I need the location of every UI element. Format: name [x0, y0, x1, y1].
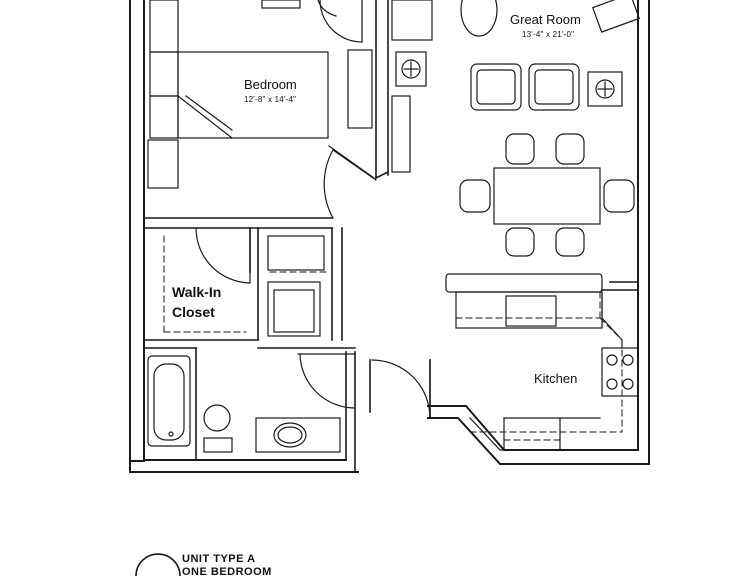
walk-in-closet-label: Walk-In Closet: [172, 282, 221, 322]
great-room-dimensions: 13'-4" x 21'-0": [522, 30, 575, 39]
kitchen-upper-cabinets: [455, 291, 623, 441]
dining-set: [459, 133, 635, 257]
linen-closets: [267, 235, 325, 337]
interior-walls: [143, 0, 639, 473]
exterior-walls: [129, 0, 650, 473]
doors: [195, 0, 431, 419]
bedroom-dimensions: 12'-8" x 14'-4": [244, 95, 297, 104]
closet-label-line1: Walk-In: [172, 284, 222, 300]
unit-symbol: [135, 553, 181, 576]
kitchen-label: Kitchen: [534, 371, 578, 386]
unit-type-label: UNIT TYPE A: [182, 553, 256, 565]
closet-label-line2: Closet: [172, 304, 215, 320]
great-room-label: Great Room: [510, 12, 581, 27]
bath-fixtures: [147, 355, 341, 453]
unit-bedroom-label: ONE BEDROOM: [182, 566, 272, 578]
great-room-furniture: [391, 0, 641, 173]
bedroom-furniture: [147, 0, 373, 189]
kitchen-fixtures: [445, 273, 639, 451]
closet-shelving: [163, 235, 327, 333]
bedroom-label: Bedroom: [244, 77, 297, 92]
